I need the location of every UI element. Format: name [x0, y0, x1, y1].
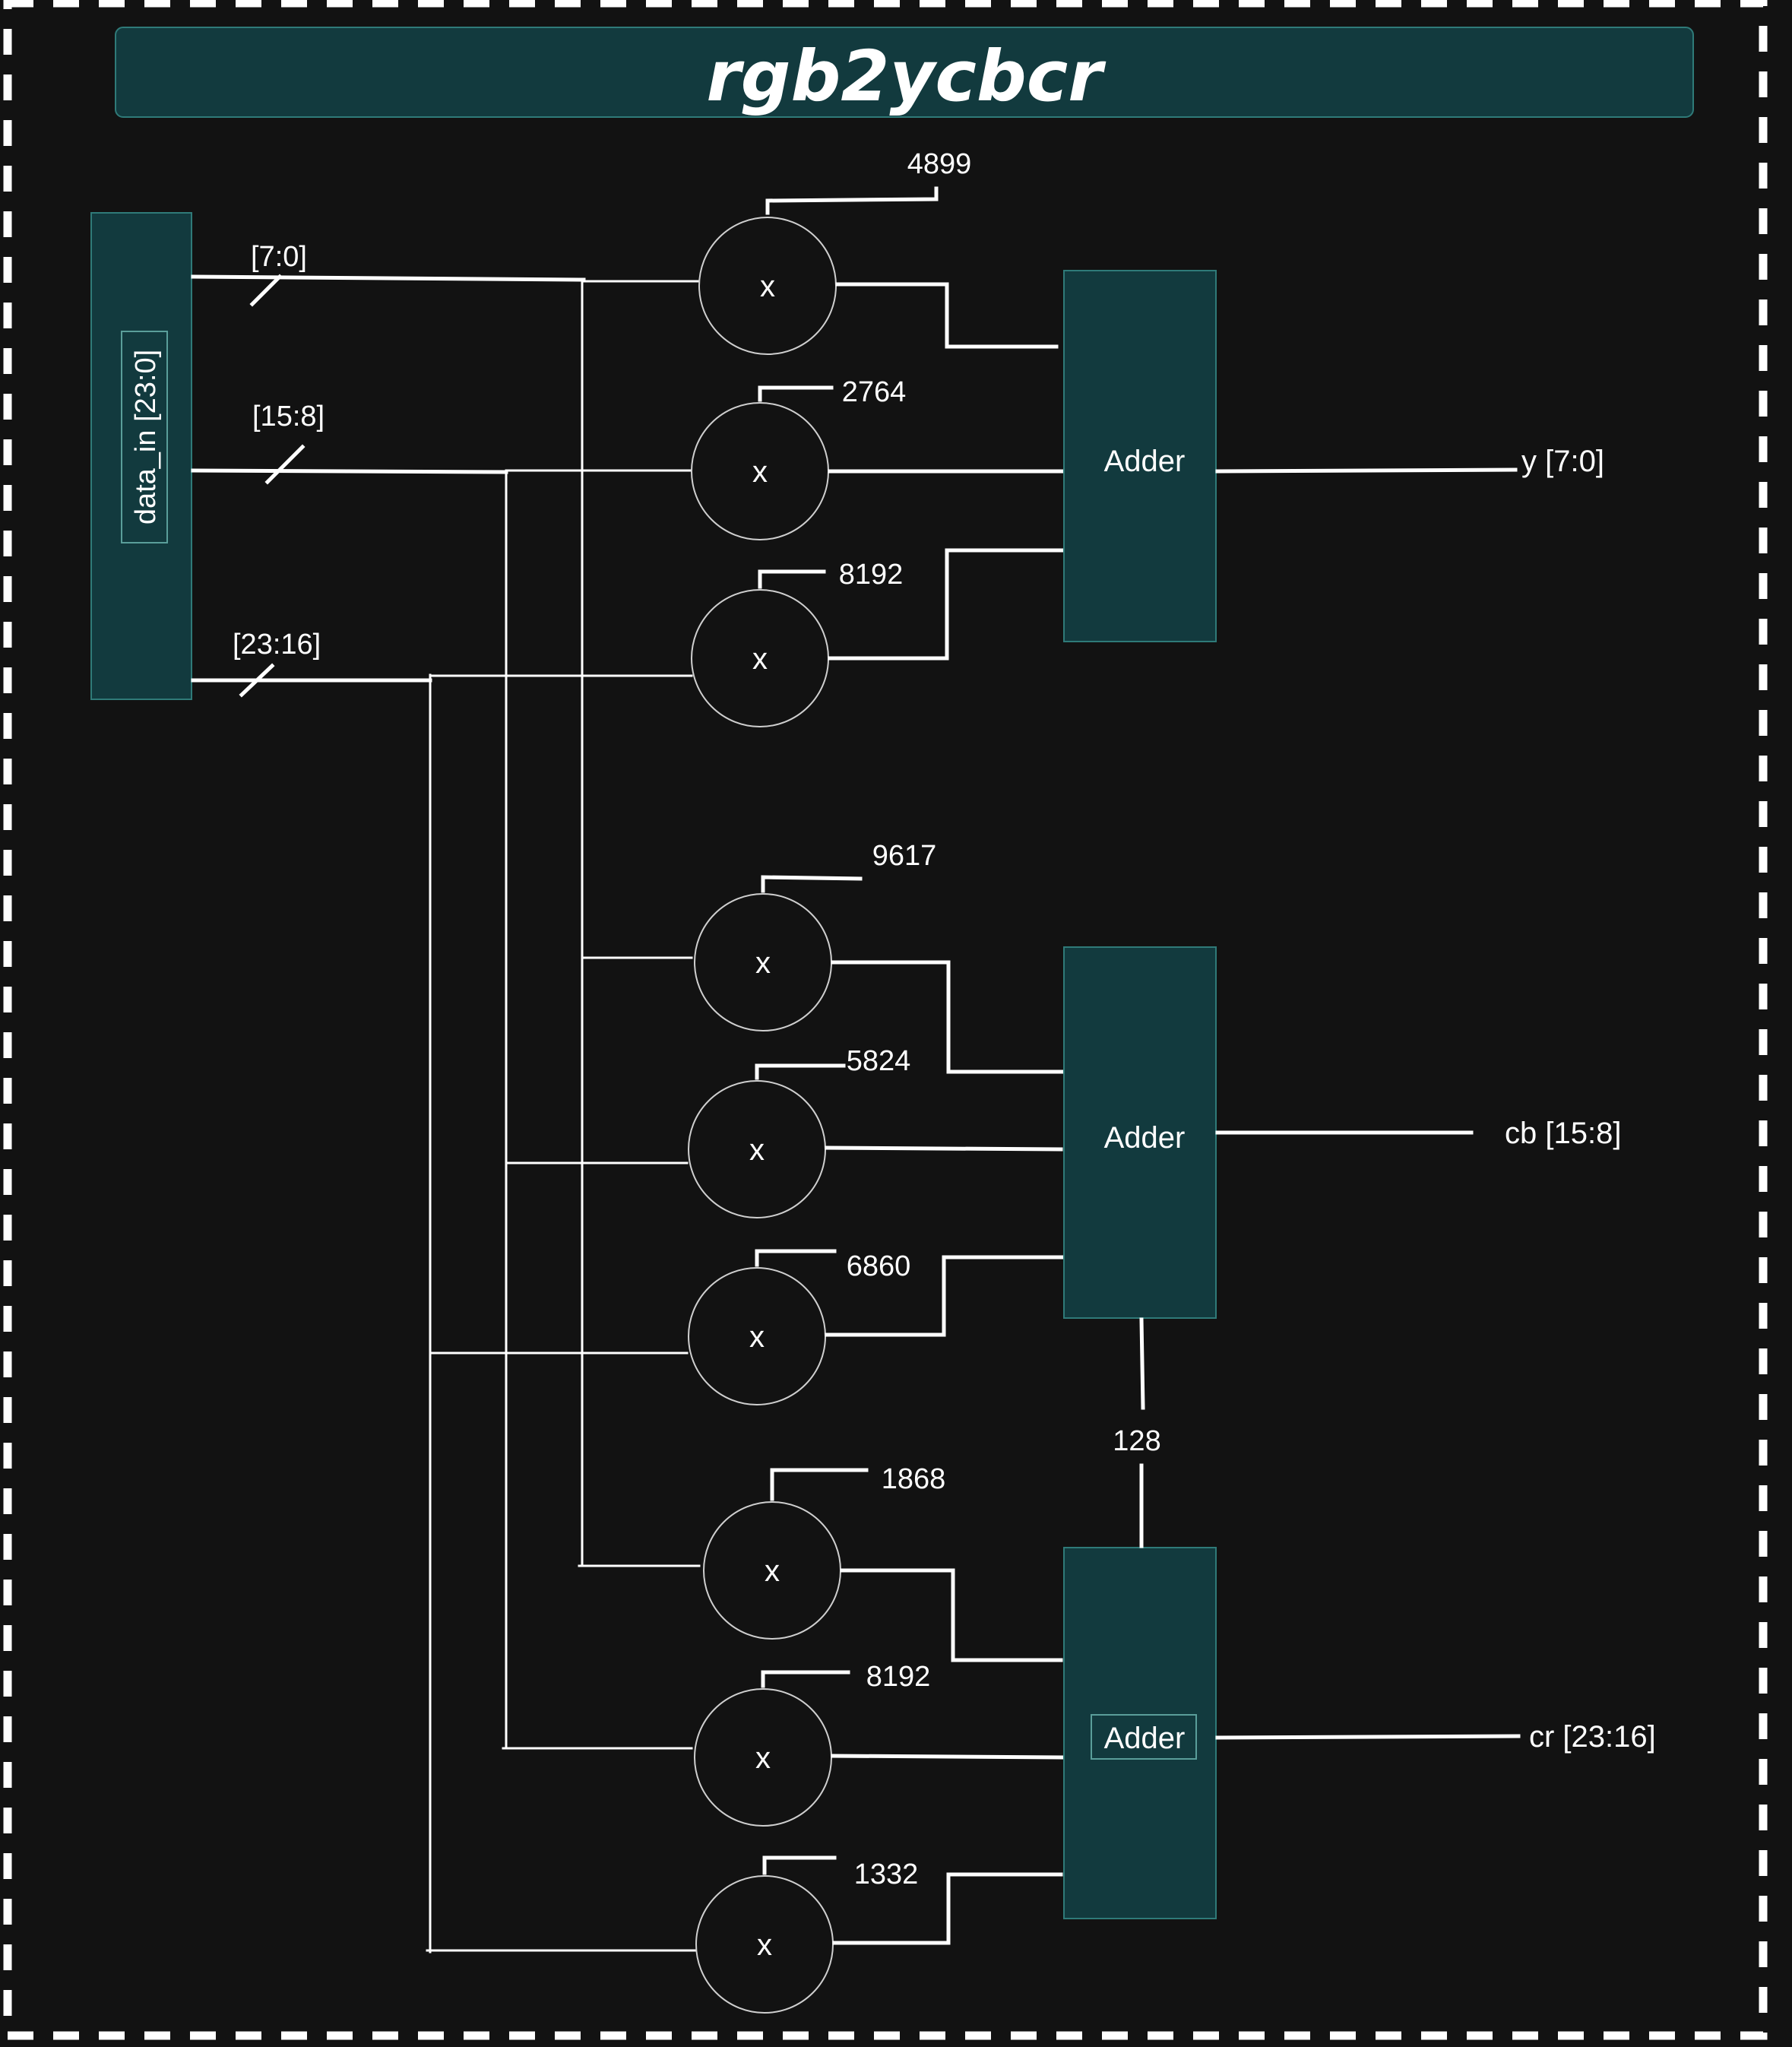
multiplier-symbol: x — [752, 642, 768, 676]
product-m6 — [840, 1568, 1063, 1662]
bus-slash-15-8 — [264, 444, 306, 485]
coefficient-lead — [761, 1670, 850, 1688]
output-wire-y — [1215, 467, 1518, 474]
adder-cr-label: Adder — [1104, 1722, 1186, 1755]
offset-constant-label: 128 — [1113, 1425, 1160, 1457]
output-label-cb: cb [15:8] — [1505, 1117, 1621, 1150]
output-label-cr: cr [23:16] — [1529, 1720, 1656, 1754]
multiplier-m1: x 2764 — [691, 376, 907, 540]
title-banner — [115, 27, 1694, 118]
product-m5 — [825, 1255, 1072, 1337]
input-label: data_in [23:0] — [130, 350, 162, 524]
adder-cb-label: Adder — [1104, 1121, 1186, 1155]
adder-cb — [1063, 946, 1217, 1319]
product-m2 — [828, 548, 1066, 661]
input-block — [90, 212, 192, 700]
distribution-wires — [426, 278, 701, 1954]
multiplier-m5: x 6860 — [688, 1249, 911, 1405]
coefficient-label: 4899 — [907, 148, 972, 180]
coefficient-lead — [765, 186, 939, 215]
multiplier-symbol: x — [760, 270, 775, 303]
multiplier-m7: x 8192 — [694, 1661, 931, 1827]
multiplier-symbol: x — [765, 1554, 780, 1588]
coefficient-lead — [755, 1063, 846, 1080]
coefficient-label: 9617 — [872, 840, 937, 872]
coefficient-lead — [762, 1855, 837, 1875]
bus-label-23-16: [23:16] — [233, 629, 321, 661]
multiplier-m6: x 1868 — [703, 1463, 946, 1640]
coefficient-label: 8192 — [839, 559, 904, 591]
product-m8 — [832, 1872, 1063, 1945]
coefficient-label: 1332 — [854, 1858, 919, 1890]
coefficient-label: 8192 — [866, 1661, 931, 1693]
product-m0 — [835, 282, 1059, 349]
coefficient-label: 2764 — [842, 376, 907, 408]
product-m4 — [825, 1145, 1063, 1152]
bus-slash-7-0 — [249, 274, 283, 307]
diagram-title: rgb2ycbcr — [706, 36, 1107, 117]
adder-y-label: Adder — [1104, 445, 1186, 478]
coefficient-lead — [755, 1249, 837, 1267]
output-wire-cr — [1215, 1734, 1521, 1740]
coefficient-label: 1868 — [882, 1463, 946, 1495]
coefficient-lead — [761, 875, 863, 893]
coefficient-label: 6860 — [847, 1250, 911, 1282]
adder-cr — [1063, 1547, 1217, 1919]
multiplier-m3: x 9617 — [694, 840, 937, 1031]
multiplier-symbol: x — [749, 1320, 765, 1354]
coefficient-label: 5824 — [847, 1045, 911, 1077]
adder-cr-label-frame — [1091, 1714, 1197, 1760]
bus-line-7-0 — [191, 274, 586, 282]
bus-label-7-0: [7:0] — [251, 241, 307, 273]
offset-link-upper — [1139, 1317, 1145, 1410]
product-wires — [825, 282, 1072, 1945]
product-m3 — [831, 960, 1066, 1074]
multiplier-symbol: x — [755, 1741, 771, 1775]
bus-wires — [191, 274, 586, 698]
coefficient-lead — [770, 1468, 869, 1501]
bus-line-15-8 — [191, 468, 508, 474]
bus-slash-23-16 — [239, 663, 275, 698]
product-m7 — [831, 1754, 1066, 1760]
coefficient-lead — [758, 385, 834, 402]
coefficient-lead — [758, 569, 826, 589]
multiplier-m8: x 1332 — [695, 1855, 919, 2014]
input-label-frame — [121, 331, 168, 543]
multiplier-symbol: x — [752, 455, 768, 489]
multiplier-m0: x 4899 — [698, 148, 972, 355]
outer-dashed-border — [3, 0, 1768, 2040]
multiplier-symbol: x — [749, 1133, 765, 1167]
bus-label-15-8: [15:8] — [252, 401, 325, 433]
multiplier-symbol: x — [757, 1928, 772, 1962]
output-label-y: y [7:0] — [1521, 445, 1604, 478]
adder-y — [1063, 270, 1217, 642]
multiplier-symbol: x — [755, 946, 771, 980]
